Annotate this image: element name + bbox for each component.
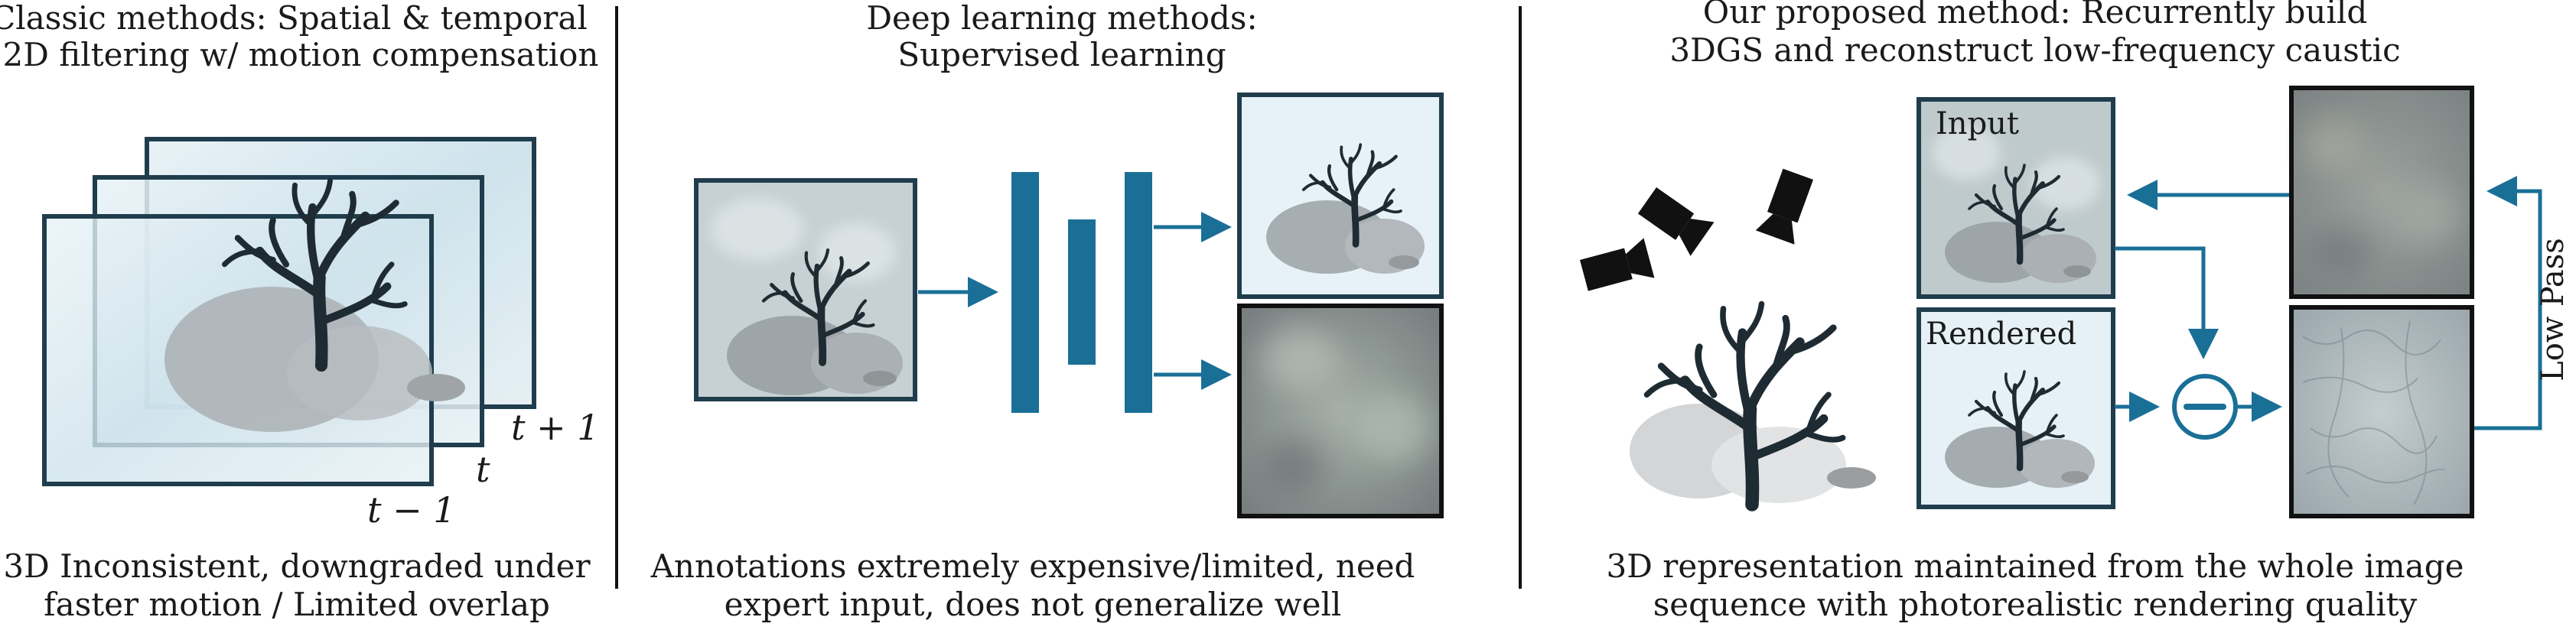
caustic-residual-image (2289, 305, 2474, 518)
rendered-label: Rendered (1926, 317, 2076, 352)
classic-caption-line1: 3D Inconsistent, downgraded under (3, 547, 591, 585)
deep-panel: Deep learning methods: Supervised learni… (650, 0, 1444, 623)
deep-caption-line1: Annotations extremely expensive/limited,… (650, 547, 1415, 585)
classic-scene (164, 181, 465, 432)
arrow-low-pass-loop (2474, 176, 2542, 430)
frame-label-t-minus-1: t − 1 (367, 489, 456, 531)
frame-label-t: t (476, 449, 490, 490)
ours-rendered-image: Rendered (1917, 307, 2115, 509)
ours-header-line1: Our proposed method: Recurrently build (1703, 0, 2367, 31)
minus-circle-icon (2172, 374, 2238, 440)
arrow-input-to-subtract (2115, 246, 2219, 359)
ours-header-line2: 3DGS and reconstruct low-frequency caust… (1669, 31, 2400, 69)
scene-3dgs (1630, 304, 1876, 505)
deep-header-line1: Deep learning methods: (866, 0, 1257, 37)
camera-icon (1755, 167, 1818, 245)
deep-input-image (694, 178, 917, 401)
classic-caption-line2: faster motion / Limited overlap (44, 586, 550, 623)
frame-label-t-plus-1: t + 1 (511, 407, 600, 448)
ours-input-image: Input (1917, 97, 2115, 299)
deep-clean-output (1237, 93, 1444, 299)
deep-caustic-output (1237, 304, 1444, 518)
ours-panel: Our proposed method: Recurrently build 3… (1578, 0, 2571, 623)
deep-caption-line2: expert input, does not generalize well (725, 586, 1342, 623)
classic-header-line1: Classic methods: Spatial & temporal (0, 0, 588, 37)
classic-panel: Classic methods: Spatial & temporal 2D f… (0, 0, 600, 623)
low-frequency-caustic-image (2289, 86, 2474, 299)
ours-caption-line2: sequence with photorealistic rendering q… (1653, 586, 2418, 623)
camera-icon (1578, 238, 1655, 296)
deep-header-line2: Supervised learning (897, 36, 1226, 73)
classic-header-line2: 2D filtering w/ motion compensation (3, 36, 599, 73)
encoder-decoder-icon (1011, 172, 1152, 413)
camera-icon (1635, 183, 1715, 256)
low-pass-label: Low Pass (2535, 238, 2571, 382)
input-label: Input (1936, 106, 2019, 141)
ours-caption-line1: 3D representation maintained from the wh… (1607, 547, 2464, 585)
